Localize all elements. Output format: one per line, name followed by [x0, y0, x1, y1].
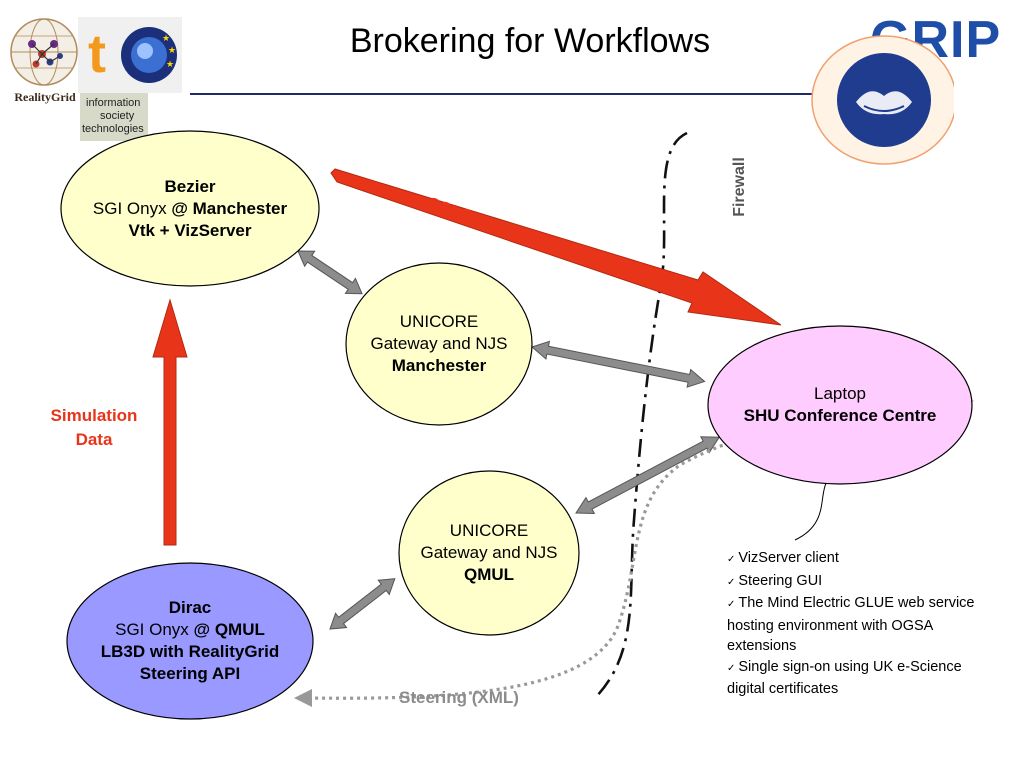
- node-bezier-host-site: @ Manchester: [171, 198, 288, 218]
- feature-text: Steering GUI: [738, 572, 823, 589]
- ist-logo: t ★ ★ ★ information society technologies: [78, 17, 182, 141]
- feature-text: Single sign-on using UK e-Science digita…: [727, 658, 962, 698]
- firewall-line: [595, 131, 688, 698]
- node-laptop-shape: [707, 325, 973, 485]
- grip-logo: GRIP: [804, 10, 1020, 168]
- node-dirac-shape: [66, 562, 314, 720]
- realitygrid-globe-icon: [10, 18, 78, 86]
- node-dirac-host: SGI Onyx @ QMUL: [115, 619, 265, 641]
- feature-list: ✓VizServer client ✓Steering GUI ✓The Min…: [727, 548, 997, 700]
- ist-line-3: technologies: [82, 123, 144, 135]
- ist-line-1: information: [86, 97, 141, 109]
- check-icon: ✓: [727, 662, 736, 674]
- simulation-data-arrow: [152, 298, 188, 546]
- node-bezier-host-model: SGI Onyx: [92, 198, 172, 218]
- steering-path: [307, 400, 963, 700]
- feature-item: ✓The Mind Electric GLUE web service host…: [727, 593, 997, 657]
- slide-title: Brokering for Workflows: [349, 22, 711, 60]
- check-icon: ✓: [727, 576, 736, 588]
- node-dirac-host-model: SGI Onyx: [115, 620, 194, 639]
- node-bezier: Bezier SGI Onyx @ Manchester Vtk + VizSe…: [60, 130, 320, 287]
- check-icon: ✓: [727, 599, 736, 610]
- feature-item: ✓Steering GUI: [727, 571, 997, 594]
- link-laptop-unicore-qmul: [575, 436, 721, 514]
- realitygrid-logo: RealityGrid: [4, 14, 86, 106]
- svg-text:★: ★: [166, 59, 174, 69]
- node-dirac-host-site: @ QMUL: [193, 620, 265, 639]
- steering-label: Steering (XML): [399, 688, 519, 707]
- vizserver-arrow: [330, 168, 782, 326]
- node-bezier-host: SGI Onyx @ Manchester: [93, 198, 287, 220]
- node-unicore-manchester-line1: UNICORE: [399, 312, 479, 331]
- node-laptop-line2: SHU Conference Centre: [743, 406, 937, 425]
- steering-arrowhead-left: [294, 689, 312, 707]
- node-unicore-qmul-line2: Gateway and NJS: [420, 543, 558, 562]
- node-dirac: Dirac SGI Onyx @ QMUL LB3D with RealityG…: [66, 562, 314, 720]
- node-bezier-software: Vtk + VizServer: [128, 220, 252, 240]
- title-rule: [190, 93, 820, 95]
- feature-item: ✓VizServer client: [727, 548, 997, 571]
- node-dirac-api: Steering API: [139, 664, 241, 683]
- node-unicore-qmul-line1: UNICORE: [449, 521, 529, 540]
- node-dirac-software: LB3D with RealityGrid: [100, 642, 280, 661]
- link-bezier-unicore-manchester: [297, 250, 363, 295]
- node-bezier-title: Bezier: [164, 176, 216, 196]
- feature-text: VizServer client: [738, 550, 839, 566]
- node-dirac-title: Dirac: [168, 598, 212, 617]
- node-unicore-manchester: UNICORE Gateway and NJS Manchester: [345, 262, 533, 426]
- feature-item: ✓Single sign-on using UK e-Science digit…: [727, 657, 997, 700]
- node-unicore-manchester-line3: Manchester: [391, 356, 487, 375]
- feature-text: The Mind Electric GLUE web service hosti…: [727, 595, 975, 654]
- node-laptop: Laptop SHU Conference Centre: [707, 325, 973, 485]
- node-unicore-manchester-shape: [345, 262, 533, 426]
- ist-t-letter: t: [88, 24, 106, 84]
- simulation-label-line1: Simulation: [50, 406, 138, 425]
- link-unicore-qmul-dirac: [329, 578, 396, 630]
- svg-text:★: ★: [168, 45, 176, 55]
- eu-stars-icon: ★ ★ ★: [121, 27, 177, 83]
- svg-text:★: ★: [162, 33, 170, 43]
- node-unicore-manchester-line2: Gateway and NJS: [370, 334, 508, 353]
- firewall-label: Firewall: [731, 157, 748, 217]
- node-unicore-qmul: UNICORE Gateway and NJS QMUL: [398, 470, 580, 636]
- simulation-label-line2: Data: [75, 430, 113, 449]
- realitygrid-logo-text: RealityGrid: [14, 90, 76, 104]
- simulation-data-label: Simulation Data: [20, 404, 168, 452]
- check-icon: ✓: [727, 554, 736, 565]
- link-unicore-manchester-laptop: [530, 340, 706, 388]
- node-unicore-qmul-line3: QMUL: [463, 565, 515, 584]
- ist-line-2: society: [100, 110, 135, 122]
- node-bezier-shape: [60, 130, 320, 287]
- node-laptop-line1: Laptop: [814, 384, 866, 403]
- node-unicore-qmul-shape: [398, 470, 580, 636]
- handshake-globe-icon: [811, 35, 954, 165]
